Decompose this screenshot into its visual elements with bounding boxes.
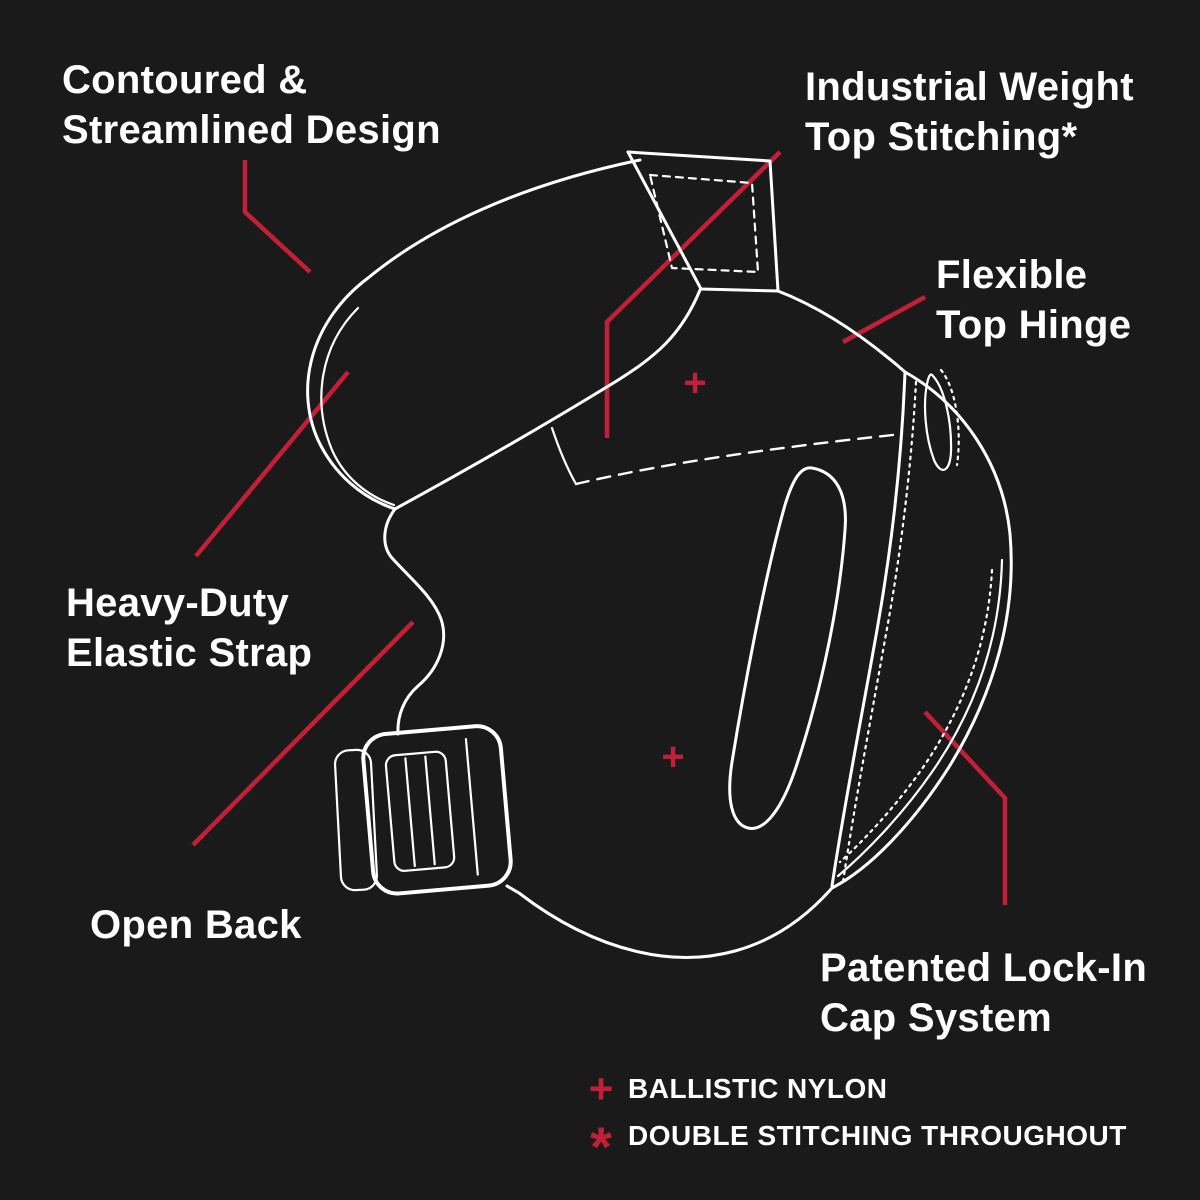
top-stitch-line: [574, 432, 904, 486]
plus-icon: +: [588, 1065, 614, 1112]
label-heavy-duty-elastic-strap: Heavy-Duty Elastic Strap: [66, 578, 312, 678]
top-strap-bottom-edge: [393, 288, 702, 511]
label-industrial-weight-top-stitching: Industrial Weight Top Stitching*: [805, 62, 1134, 162]
cap-inner-edge: [830, 370, 907, 888]
legend-item-ballistic-nylon: + BALLISTIC NYLON: [586, 1068, 1127, 1110]
label-contoured-streamlined-design: Contoured & Streamlined Design: [62, 55, 441, 155]
label-flexible-top-hinge: Flexible Top Hinge: [936, 250, 1131, 350]
hinge-leaf-stitching: [939, 368, 960, 467]
hinge-leaf: [923, 373, 953, 471]
callout-line-industrial-stitching: [604, 150, 782, 438]
cap-edge-stitching: [841, 380, 918, 884]
body-outline: [505, 289, 1013, 959]
label-line: Cap System: [820, 996, 1052, 1040]
plus-marker-icon: +: [661, 735, 684, 779]
open-back-edge: [383, 507, 446, 736]
plus-marker-icon: +: [683, 361, 706, 405]
buckle-frame: [361, 724, 513, 896]
panel-seam: [550, 426, 578, 486]
label-line: Contoured &: [62, 58, 308, 102]
velcro-tab-stitching: [648, 173, 760, 274]
label-line: Industrial Weight: [805, 65, 1134, 109]
top-strap-inner-fold: [320, 306, 396, 507]
callout-lines: [191, 150, 1008, 905]
knee-pad-illustration: [306, 150, 1013, 959]
label-patented-lock-in-cap-system: Patented Lock-In Cap System: [820, 943, 1147, 1043]
label-line: Flexible: [936, 253, 1088, 297]
label-line: Heavy-Duty: [66, 581, 290, 625]
buckle-strap-line-2: [424, 755, 436, 866]
buckle-group: [361, 724, 513, 896]
label-line: Streamlined Design: [62, 108, 441, 152]
legend-text: DOUBLE STITCHING THROUGHOUT: [628, 1120, 1127, 1151]
label-line: Top Hinge: [936, 303, 1132, 347]
label-open-back: Open Back: [90, 900, 302, 950]
legend-text: BALLISTIC NYLON: [628, 1073, 888, 1104]
label-line: Elastic Strap: [66, 631, 313, 675]
legend: + BALLISTIC NYLON * DOUBLE STITCHING THR…: [586, 1068, 1127, 1175]
strap-end-piece: [333, 748, 379, 892]
cap-rim-line: [836, 558, 1004, 878]
legend-item-double-stitching: * DOUBLE STITCHING THROUGHOUT: [586, 1119, 1127, 1175]
label-line: Open Back: [90, 903, 302, 947]
buckle-strap-window: [384, 750, 456, 872]
buckle-strap-line-1: [404, 757, 416, 868]
label-line: Top Stitching*: [805, 115, 1078, 159]
cap-rim-stitching: [838, 568, 994, 864]
asterisk-icon: *: [590, 1115, 612, 1178]
callout-line-elastic-strap: [194, 370, 350, 558]
callout-line-flexible-hinge: [841, 295, 927, 344]
ballistic-nylon-markers: + +: [661, 361, 706, 779]
callout-line-contoured: [242, 160, 312, 274]
buckle-bar: [464, 737, 479, 876]
callout-line-open-back: [191, 620, 415, 847]
vent-panel: [728, 466, 847, 830]
label-line: Patented Lock-In: [820, 946, 1148, 990]
top-strap-outline: [306, 158, 642, 511]
